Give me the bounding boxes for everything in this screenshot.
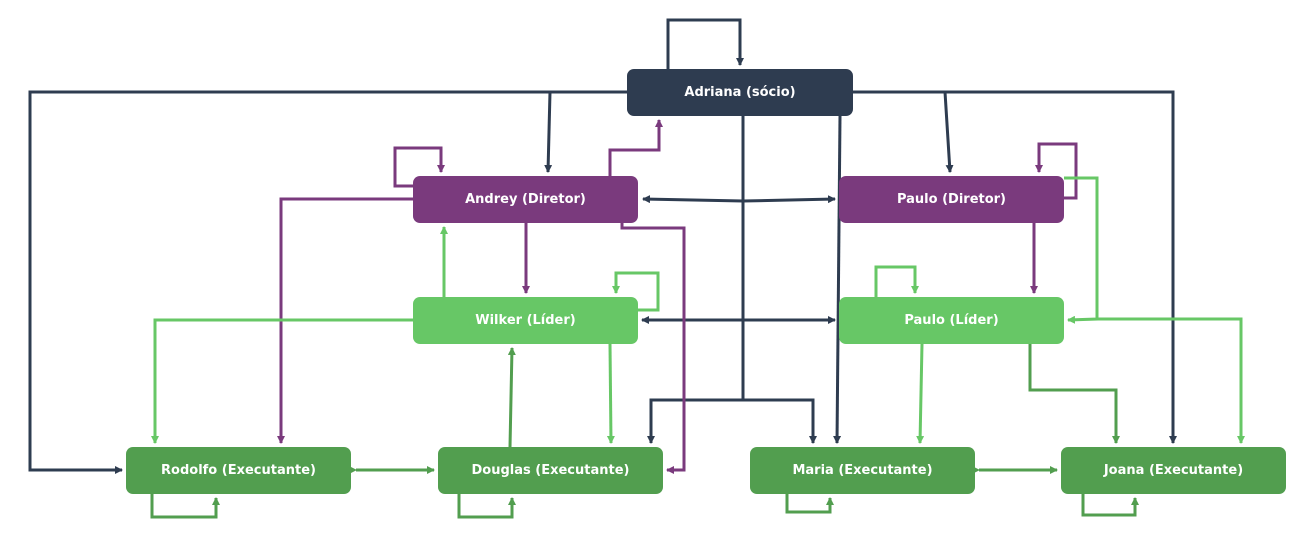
node-executante-joana: Joana (Executante) — [1061, 447, 1286, 494]
node-label: Paulo (Líder) — [904, 313, 999, 328]
edge-douglas-wilker — [507, 347, 516, 448]
node-executante-douglas: Douglas (Executante) — [438, 447, 663, 494]
node-label: Paulo (Diretor) — [896, 192, 1007, 207]
edge-paulo-lider-joana-dark — [1028, 344, 1120, 444]
edge-socio-maria — [833, 115, 842, 444]
node-lider-wilker: Wilker (Líder) — [413, 297, 638, 344]
andrey-self-loop — [393, 146, 445, 188]
edge-socio-rodolfo — [28, 90, 627, 474]
edge-paulo-andrey-diretor — [742, 195, 836, 204]
edge-paulo-lider-joana — [1097, 317, 1245, 444]
node-diretor-andrey: Andrey (Diretor) — [413, 176, 638, 223]
node-label: Andrey (Diretor) — [465, 192, 586, 207]
edge-andrey-paulo-diretor — [642, 195, 744, 204]
paulo-lider-self-loop — [874, 265, 919, 297]
edge-socio-joana — [853, 90, 1177, 444]
node-label: Wilker (Líder) — [475, 313, 576, 328]
joana-self-loop — [1081, 494, 1139, 517]
douglas-self-loop — [457, 494, 516, 519]
edge-paulo-lider-maria — [916, 343, 925, 444]
socio-connectors — [28, 18, 1177, 474]
lider-connectors — [151, 176, 1245, 444]
node-diretor-paulo: Paulo (Diretor) — [839, 176, 1064, 223]
node-executante-rodolfo: Rodolfo (Executante) — [126, 447, 351, 494]
node-label: Maria (Executante) — [792, 463, 933, 478]
edge-paulo-diretor-paulo-lider-side — [1064, 176, 1099, 324]
node-lider-paulo: Paulo (Líder) — [839, 297, 1064, 344]
node-socio-adriana: Adriana (sócio) — [627, 69, 853, 116]
edge-socio-paulo-diretor — [943, 91, 954, 173]
edge-wilker-douglas — [606, 343, 615, 444]
edge-wilker-rodolfo — [151, 318, 413, 444]
node-label: Douglas (Executante) — [471, 463, 630, 478]
executante-connectors — [150, 344, 1139, 519]
diretor-connectors — [277, 119, 1078, 474]
edge-andrey-socio — [608, 119, 663, 176]
node-label: Adriana (sócio) — [684, 85, 796, 100]
rodolfo-self-loop — [150, 494, 220, 519]
edge-andrey-rodolfo — [277, 197, 413, 444]
node-label: Joana (Executante) — [1103, 463, 1244, 478]
edge-andrey-douglas — [620, 223, 686, 474]
wilker-self-loop — [612, 271, 660, 312]
node-executante-maria: Maria (Executante) — [750, 447, 975, 494]
edge-socio-maria-branch — [743, 398, 817, 444]
socio-self-loop — [666, 18, 744, 69]
paulo-diretor-self-loop — [1035, 142, 1078, 200]
edge-socio-douglas — [647, 398, 743, 444]
node-label: Rodolfo (Executante) — [161, 463, 316, 478]
edge-socio-andrey — [544, 91, 553, 173]
maria-self-loop — [785, 494, 834, 514]
